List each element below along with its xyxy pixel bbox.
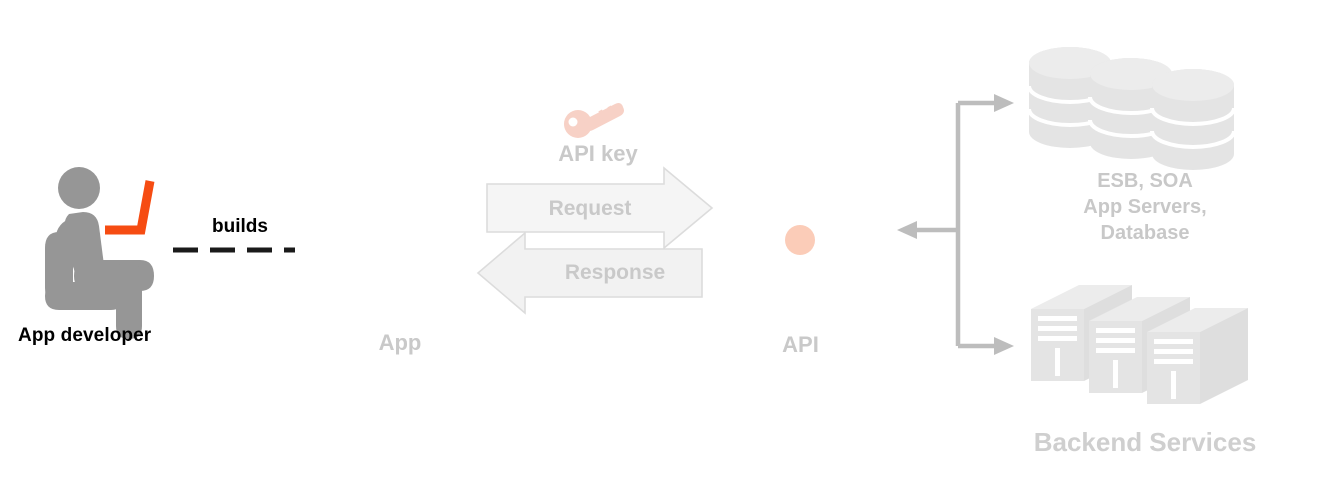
response-arrow-label: Response — [564, 261, 666, 284]
backend-connector — [915, 100, 995, 349]
backend-data-tier-label: ESB, SOA App Servers, Database — [1015, 168, 1275, 246]
api-star-burst-icon — [731, 171, 867, 311]
api-node-label: API — [782, 332, 819, 357]
developer-figure-icon — [45, 167, 154, 339]
backend-label-line-2: App Servers, — [1083, 196, 1207, 218]
backend-services-group-label: Backend Services — [1033, 427, 1257, 457]
backend-label-line-1: ESB, SOA — [1097, 170, 1193, 192]
app-node-label: App — [378, 330, 422, 355]
server-rack-icon — [1031, 285, 1248, 404]
app-developer-label: App developer — [18, 325, 152, 346]
app-node-box[interactable] — [322, 162, 477, 317]
database-stack-icon — [1027, 47, 1236, 170]
backend-label-line-3: Database — [1100, 222, 1190, 244]
key-icon — [564, 103, 624, 138]
request-arrow-label: Request — [548, 197, 632, 220]
builds-relation-label: builds — [212, 216, 268, 237]
wrench-and-pencil-icon — [331, 173, 451, 300]
api-node-box[interactable] — [720, 162, 880, 322]
api-key-label: API key — [558, 141, 638, 166]
laptop-icon — [105, 180, 155, 235]
backend-connector-arrowheads — [897, 94, 1014, 355]
